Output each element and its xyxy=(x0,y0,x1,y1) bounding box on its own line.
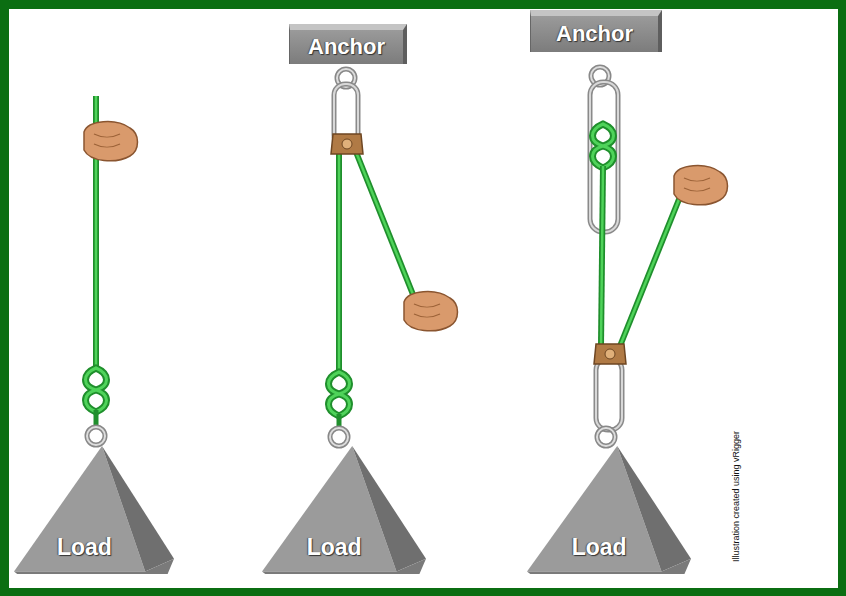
credit-note: Illustration created using vRigger xyxy=(731,431,741,562)
anchor-block: Anchor xyxy=(289,24,407,64)
load-pyramid: Load xyxy=(14,446,174,574)
load-label: Load xyxy=(252,534,416,561)
load-pyramid: Load xyxy=(262,446,426,574)
load-label: Load xyxy=(4,534,164,561)
anchor-label: Anchor xyxy=(308,34,385,60)
anchor-label: Anchor xyxy=(556,21,633,47)
load-pyramid: Load xyxy=(527,446,691,574)
anchor-block: Anchor xyxy=(530,10,662,52)
load-label: Load xyxy=(517,534,681,561)
